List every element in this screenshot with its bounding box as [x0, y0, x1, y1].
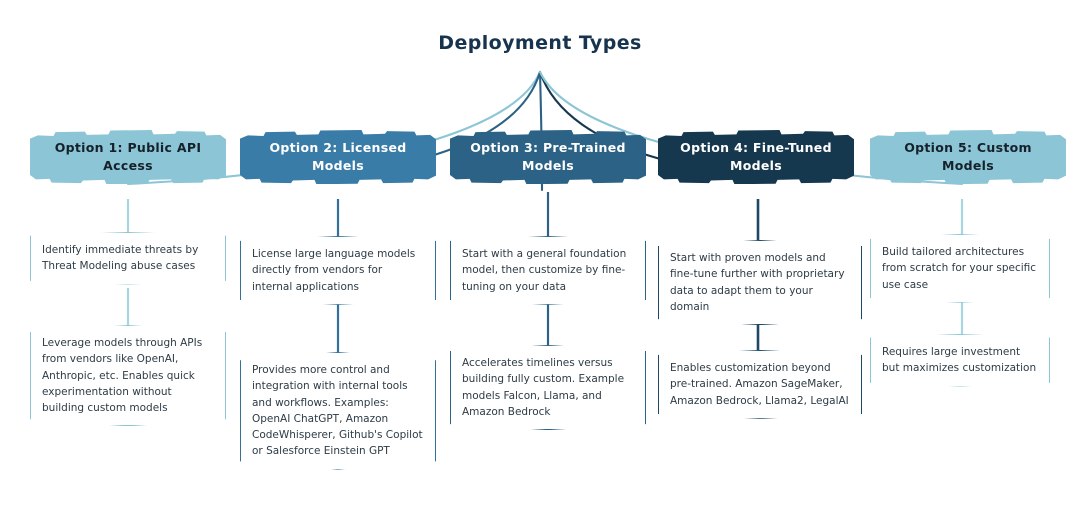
- note-option-1-2[interactable]: Leverage models through APIs from vendor…: [30, 325, 226, 427]
- note-option-3-2[interactable]: Accelerates timelines versus building fu…: [450, 345, 646, 431]
- note-option-4-2[interactable]: Enables customization beyond pre-trained…: [658, 350, 862, 419]
- note-option-3-1-text: Start with a general foundation model, t…: [462, 248, 627, 293]
- note-option-1-2-text: Leverage models through APIs from vendor…: [42, 337, 203, 415]
- column-option-5: Option 5: Custom Models: [870, 130, 1066, 185]
- column-option-3: Option 3: Pre-Trained Models: [450, 130, 646, 185]
- header-option-3-label: Option 3: Pre-Trained Models: [470, 140, 626, 174]
- note-option-1-1[interactable]: Identify immediate threats by Threat Mod…: [30, 232, 226, 285]
- column-option-1: Option 1: Public API Access: [30, 130, 226, 185]
- note-option-1-1-text: Identify immediate threats by Threat Mod…: [42, 244, 199, 273]
- header-option-2-label: Option 2: Licensed Models: [269, 140, 407, 174]
- note-option-4-2-text: Enables customization beyond pre-trained…: [670, 362, 849, 407]
- note-option-5-1-text: Build tailored architectures from scratc…: [882, 246, 1037, 291]
- note-option-4-1-text: Start with proven models and fine-tune f…: [670, 252, 845, 313]
- page-title: Deployment Types: [438, 32, 642, 54]
- note-option-3-1[interactable]: Start with a general foundation model, t…: [450, 236, 646, 305]
- note-option-2-1[interactable]: License large language models directly f…: [240, 236, 436, 305]
- note-option-2-2-text: Provides more control and integration wi…: [252, 364, 423, 458]
- note-option-5-2-text: Requires large investment but maximizes …: [882, 346, 1037, 375]
- header-option-5-label: Option 5: Custom Models: [904, 140, 1032, 174]
- header-option-4[interactable]: Option 4: Fine-Tuned Models: [658, 130, 854, 185]
- header-option-3[interactable]: Option 3: Pre-Trained Models: [450, 130, 646, 185]
- note-option-3-2-text: Accelerates timelines versus building fu…: [462, 357, 625, 418]
- note-option-4-1[interactable]: Start with proven models and fine-tune f…: [658, 240, 862, 326]
- header-option-1-label: Option 1: Public API Access: [54, 140, 202, 174]
- header-option-2[interactable]: Option 2: Licensed Models: [240, 130, 436, 185]
- column-option-4: Option 4: Fine-Tuned Models: [658, 130, 854, 185]
- note-option-5-1[interactable]: Build tailored architectures from scratc…: [870, 234, 1050, 303]
- note-option-5-2[interactable]: Requires large investment but maximizes …: [870, 334, 1050, 387]
- header-option-5[interactable]: Option 5: Custom Models: [870, 130, 1066, 185]
- note-option-2-2[interactable]: Provides more control and integration wi…: [240, 352, 436, 470]
- header-option-4-label: Option 4: Fine-Tuned Models: [680, 140, 832, 174]
- column-option-2: Option 2: Licensed Models: [240, 130, 436, 185]
- header-option-1[interactable]: Option 1: Public API Access: [30, 130, 226, 185]
- note-option-2-1-text: License large language models directly f…: [252, 248, 416, 293]
